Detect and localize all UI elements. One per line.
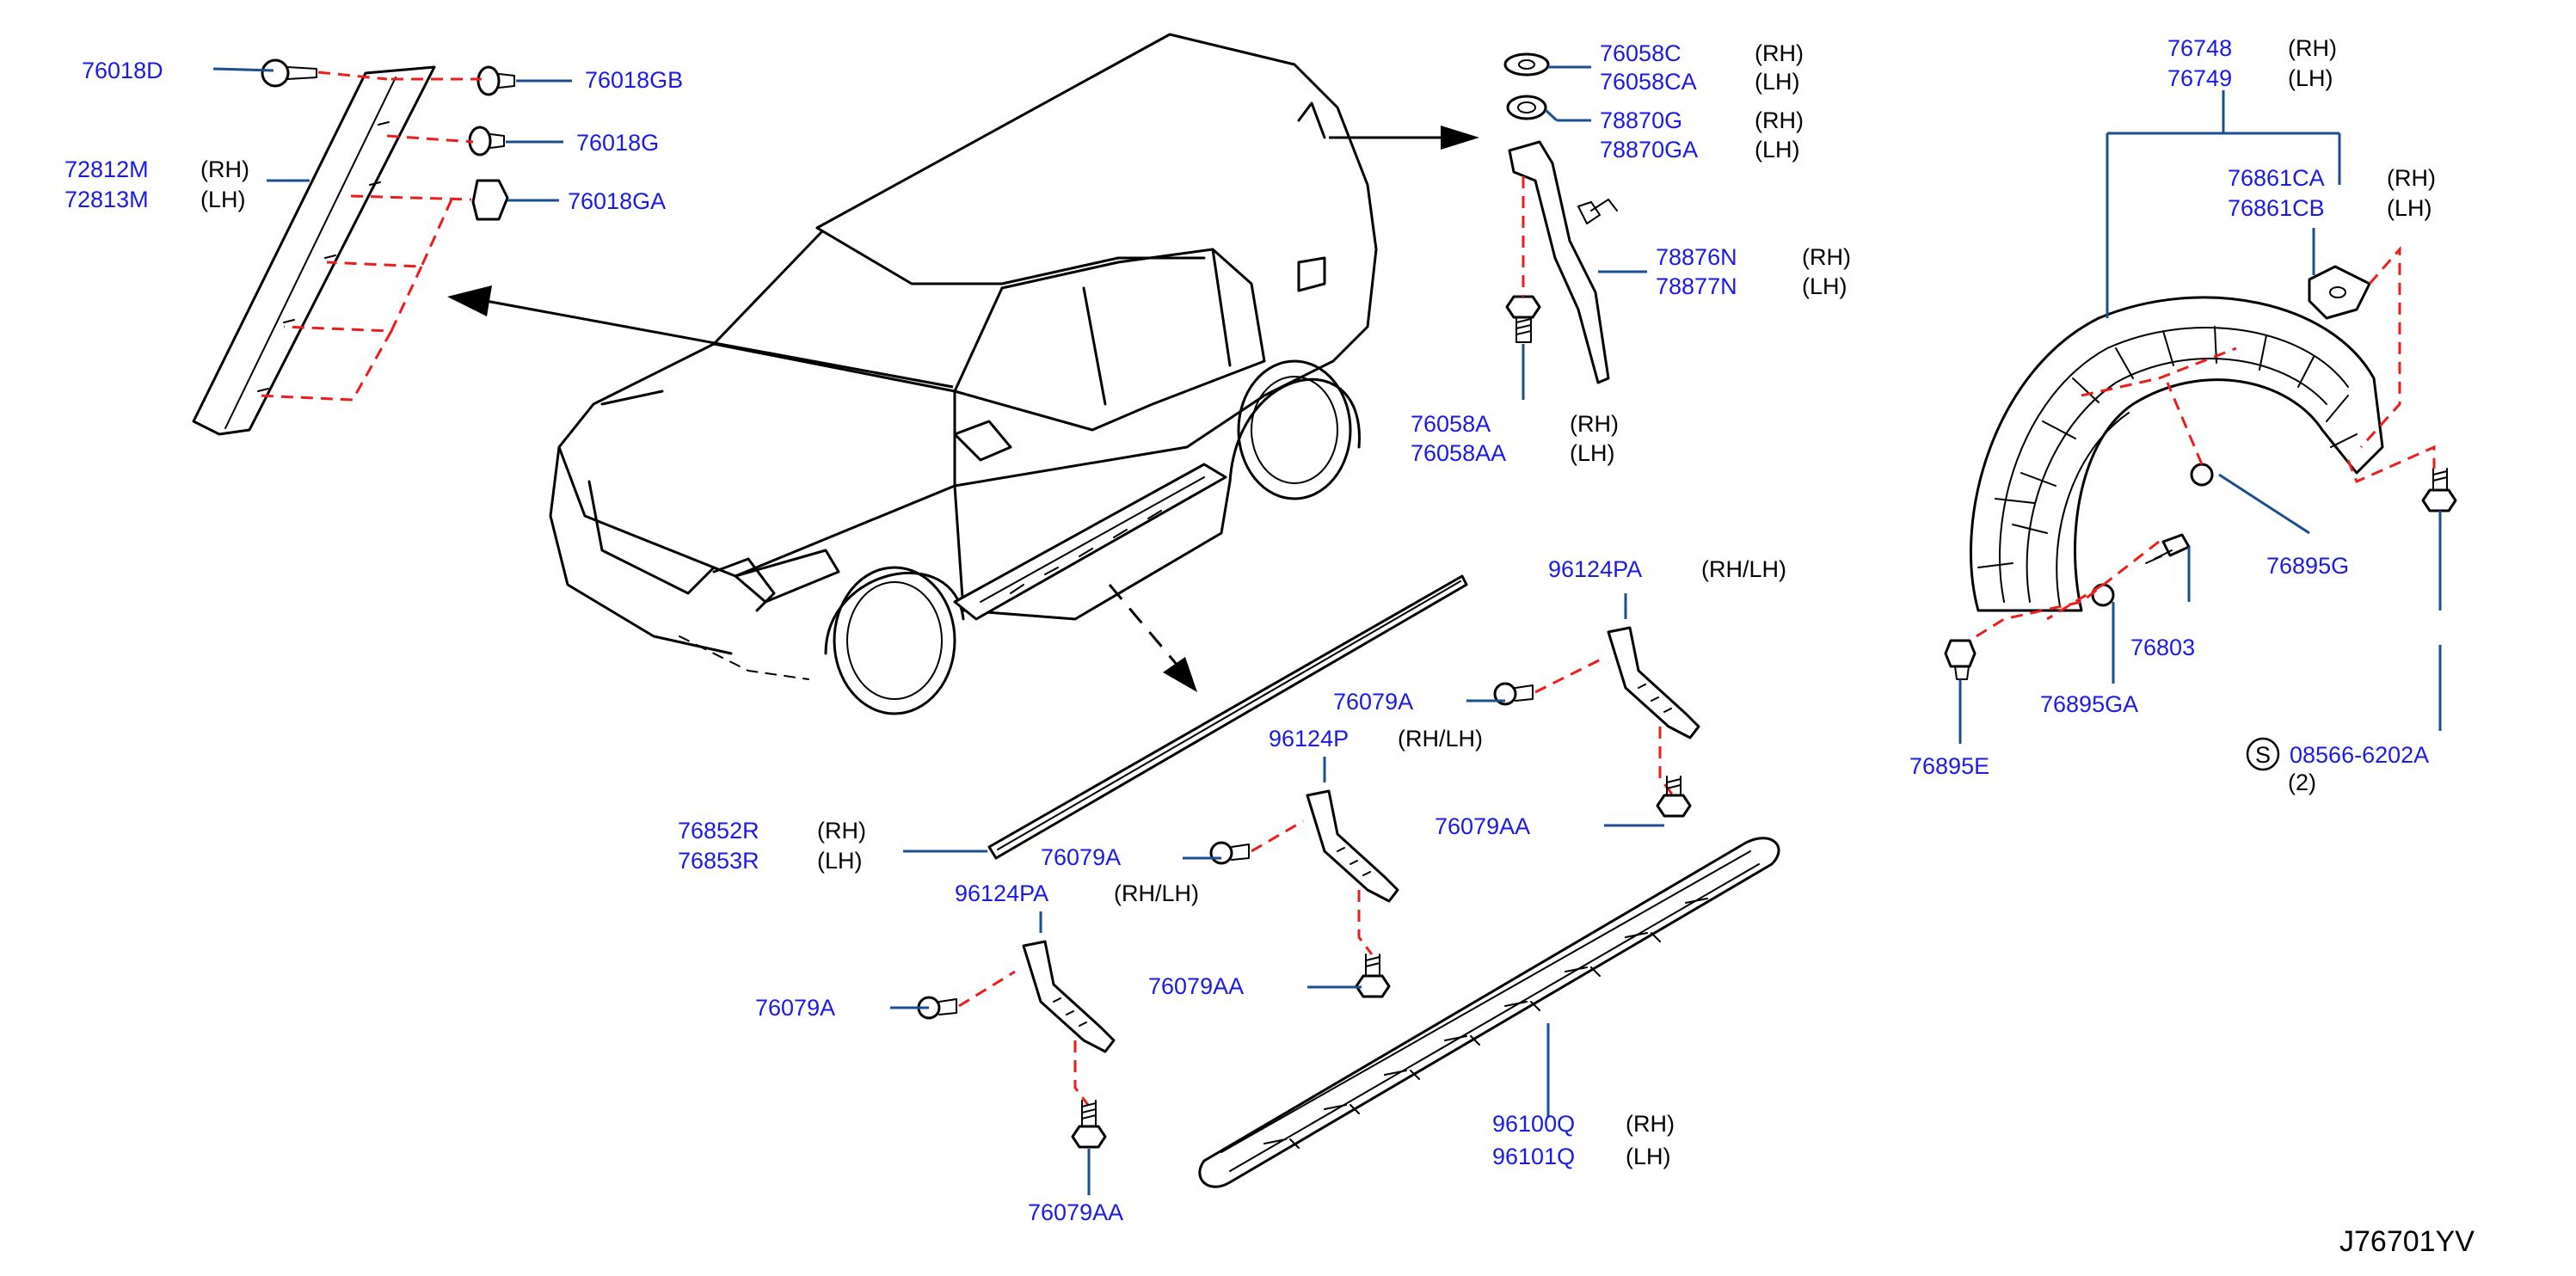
quantity-note: (2) — [2288, 770, 2316, 795]
side-rh: (RH) — [2387, 165, 2436, 191]
rear-bracket-group — [1503, 52, 1647, 400]
callout-96124PA: 96124PA — [1548, 556, 1642, 582]
side-lh: (LH) — [200, 187, 246, 212]
callout-76058A: 76058A — [1411, 411, 1491, 437]
side-rh: (RH) — [1802, 244, 1851, 270]
callout-76803: 76803 — [2130, 635, 2195, 660]
diagram-code: J76701YV — [2339, 1225, 2475, 1258]
side-lh: (LH) — [1755, 69, 1800, 95]
side-rh-lh: (RH/LH) — [1701, 556, 1786, 582]
side-rh-lh: (RH/LH) — [1398, 726, 1483, 751]
callout-78870G: 78870G — [1600, 107, 1682, 133]
callout-78877N: 78877N — [1656, 273, 1737, 299]
callout-76861CB: 76861CB — [2228, 195, 2325, 221]
callout-78870GA: 78870GA — [1600, 137, 1698, 163]
standard-part-circle — [2246, 737, 2280, 771]
callout-76018D: 76018D — [82, 58, 163, 83]
side-rh: (RH) — [817, 818, 866, 844]
callout-76079AA: 76079AA — [1028, 1199, 1123, 1225]
pillar-garnish-group — [192, 58, 572, 436]
callout-72813M: 72813M — [65, 187, 149, 212]
callout-76749: 76749 — [2167, 65, 2232, 91]
callout-76058CA: 76058CA — [1600, 69, 1697, 95]
callout-76058AA: 76058AA — [1411, 440, 1506, 466]
callout-76018G: 76018G — [576, 130, 659, 156]
callout-76018GB: 76018GB — [585, 67, 683, 93]
callout-76895E: 76895E — [1909, 753, 1989, 779]
side-lh: (LH) — [1802, 273, 1847, 299]
callout-76895G: 76895G — [2266, 553, 2349, 579]
side-lh: (LH) — [2288, 65, 2333, 91]
side-lh: (LH) — [817, 848, 863, 874]
assembly-arrows — [447, 126, 1479, 692]
vehicle-illustration — [549, 33, 1378, 715]
callout-96101Q: 96101Q — [1492, 1144, 1575, 1169]
callout-76079AA: 76079AA — [1435, 813, 1530, 839]
callout-76018GA: 76018GA — [568, 188, 666, 214]
standard-part-symbol: S — [2255, 742, 2271, 768]
step-moulding-group — [890, 574, 1780, 1195]
callout-76895GA: 76895GA — [2040, 691, 2138, 717]
side-rh: (RH) — [1626, 1111, 1675, 1137]
callout-08566-6202A: 08566-6202A — [2290, 742, 2429, 768]
side-rh: (RH) — [2288, 35, 2337, 61]
callout-76058C: 76058C — [1600, 40, 1681, 66]
callout-76748: 76748 — [2167, 35, 2232, 61]
callout-76852R: 76852R — [678, 818, 759, 844]
callout-76079A: 76079A — [1333, 689, 1413, 715]
fender-protector-group — [1944, 90, 2457, 744]
callout-76853R: 76853R — [678, 848, 759, 874]
callout-76079AA: 76079AA — [1148, 973, 1244, 999]
callout-96100Q: 96100Q — [1492, 1111, 1575, 1137]
callout-72812M: 72812M — [65, 156, 149, 182]
side-lh: (LH) — [2387, 195, 2432, 221]
callout-76079A: 76079A — [755, 995, 835, 1021]
callout-76861CA: 76861CA — [2228, 165, 2325, 191]
callout-76079A: 76079A — [1041, 844, 1121, 870]
callout-78876N: 78876N — [1656, 244, 1737, 270]
side-rh: (RH) — [1570, 411, 1619, 437]
side-rh: (RH) — [200, 156, 249, 182]
side-lh: (LH) — [1755, 137, 1800, 163]
side-lh: (LH) — [1570, 440, 1615, 466]
callout-96124P: 96124P — [1269, 726, 1349, 751]
side-rh: (RH) — [1755, 107, 1804, 133]
side-rh-lh: (RH/LH) — [1114, 880, 1199, 906]
callout-96124PA: 96124PA — [955, 880, 1048, 906]
side-lh: (LH) — [1626, 1144, 1671, 1169]
side-rh: (RH) — [1755, 40, 1804, 66]
